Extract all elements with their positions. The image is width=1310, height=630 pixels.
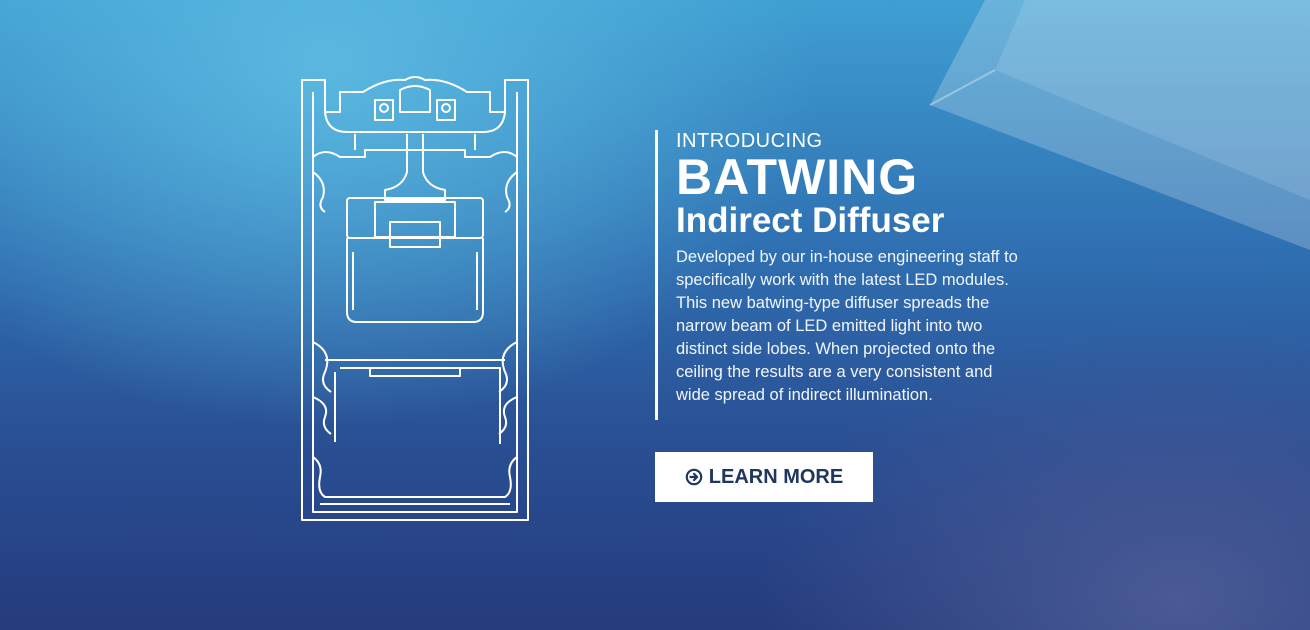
diffuser-profile-drawing: [301, 76, 529, 521]
intro-label: INTRODUCING: [676, 130, 823, 152]
learn-more-label: LEARN MORE: [708, 465, 844, 488]
hero-text-block: INTRODUCING BATWING Indirect Diffuser De…: [655, 130, 1025, 420]
product-headline: BATWING: [676, 149, 919, 205]
learn-more-button[interactable]: LEARN MORE: [655, 452, 873, 502]
product-subheadline: Indirect Diffuser: [676, 201, 945, 240]
arrow-circle-right-icon: [685, 468, 703, 486]
product-description: Developed by our in-house engineering st…: [676, 248, 1018, 404]
decorative-prism-shape: [929, 0, 1310, 250]
